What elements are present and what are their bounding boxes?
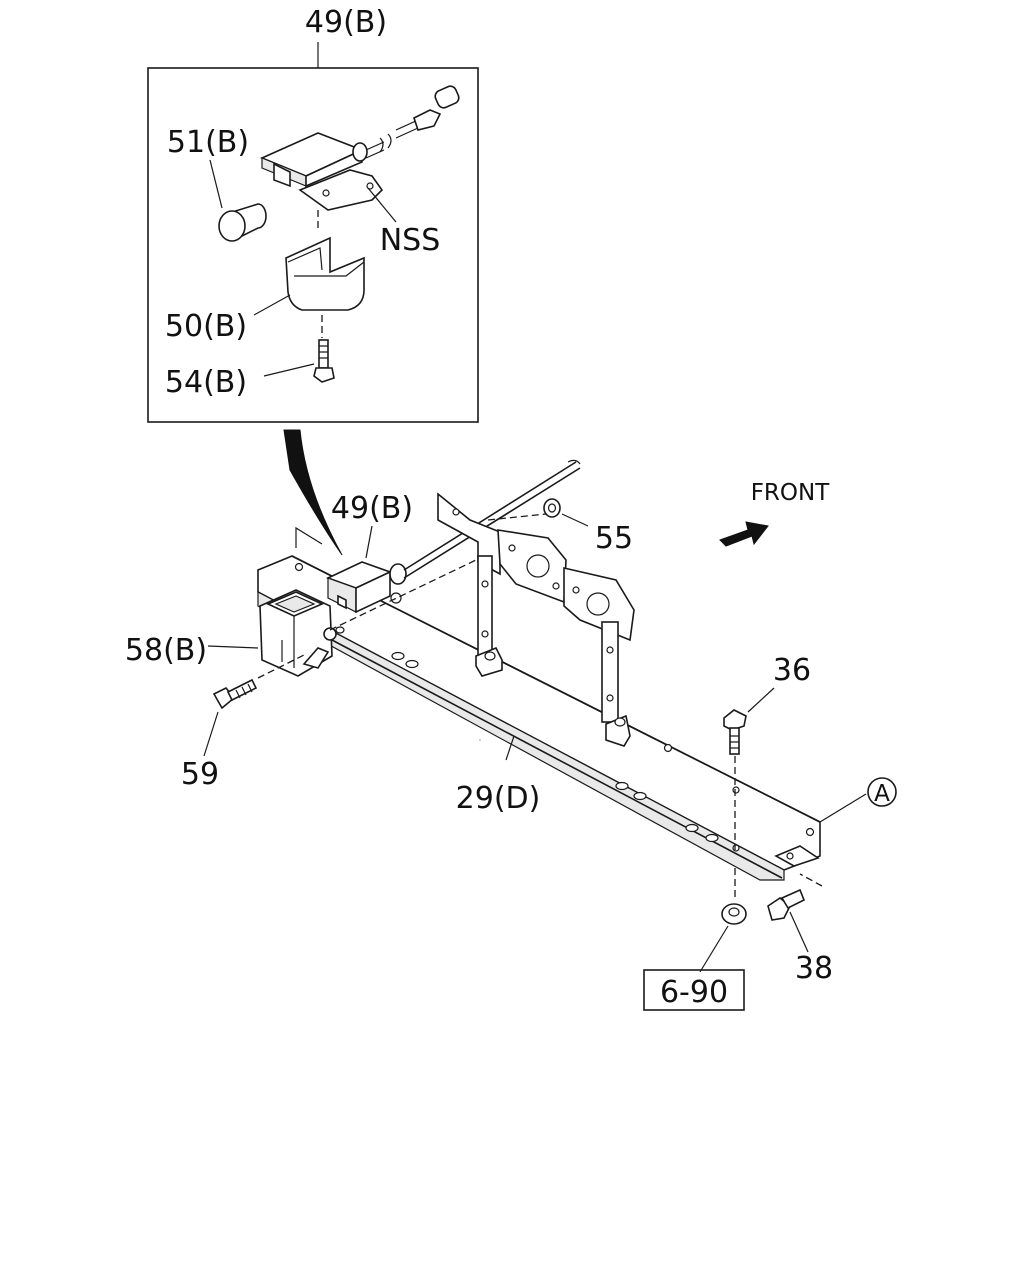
label-6-90: 6-90 — [660, 975, 728, 1010]
bracket-58b — [259, 589, 337, 677]
label-top-49b: 49(B) — [305, 5, 387, 40]
screw-54b — [313, 339, 335, 383]
inset-frame — [147, 67, 479, 423]
bulb-51b — [218, 203, 267, 242]
label-nss: NSS — [380, 223, 441, 258]
label-49b-lamp: 49(B) — [331, 491, 413, 526]
bolt-36 — [723, 709, 747, 850]
label-29d: 29(D) — [456, 781, 541, 816]
label-36: 36 — [773, 653, 811, 688]
bolt-38 — [767, 888, 806, 921]
nut-55 — [543, 498, 561, 518]
label-54b: 54(B) — [165, 365, 247, 400]
label-59: 59 — [181, 757, 219, 792]
ref-page-box — [643, 969, 745, 1011]
hanger-bracket-left — [437, 492, 503, 677]
label-front: FRONT — [751, 480, 831, 506]
label-51b: 51(B) — [167, 125, 249, 160]
hanger-bracket-right — [563, 566, 635, 747]
front-arrow-icon — [719, 521, 769, 547]
flange-nut — [721, 903, 747, 925]
lamp-assembly-49b — [325, 459, 581, 614]
inset-lamp-body — [259, 85, 460, 232]
label-58b: 58(B) — [125, 633, 207, 668]
lens-cover-50b — [285, 236, 365, 338]
label-ref-a: A — [874, 781, 890, 807]
label-50b: 50(B) — [165, 309, 247, 344]
label-55: 55 — [595, 521, 633, 556]
detail-pointer-arrow — [283, 429, 343, 556]
front-direction: FRONT — [719, 480, 831, 547]
label-38: 38 — [795, 951, 833, 986]
gasket-plate-center — [497, 529, 567, 604]
inset-detail: 49(B) 51(B) NSS — [147, 5, 479, 423]
bolt-59 — [212, 653, 307, 710]
frame-29d — [257, 526, 821, 881]
ref-a-circle — [867, 777, 897, 807]
